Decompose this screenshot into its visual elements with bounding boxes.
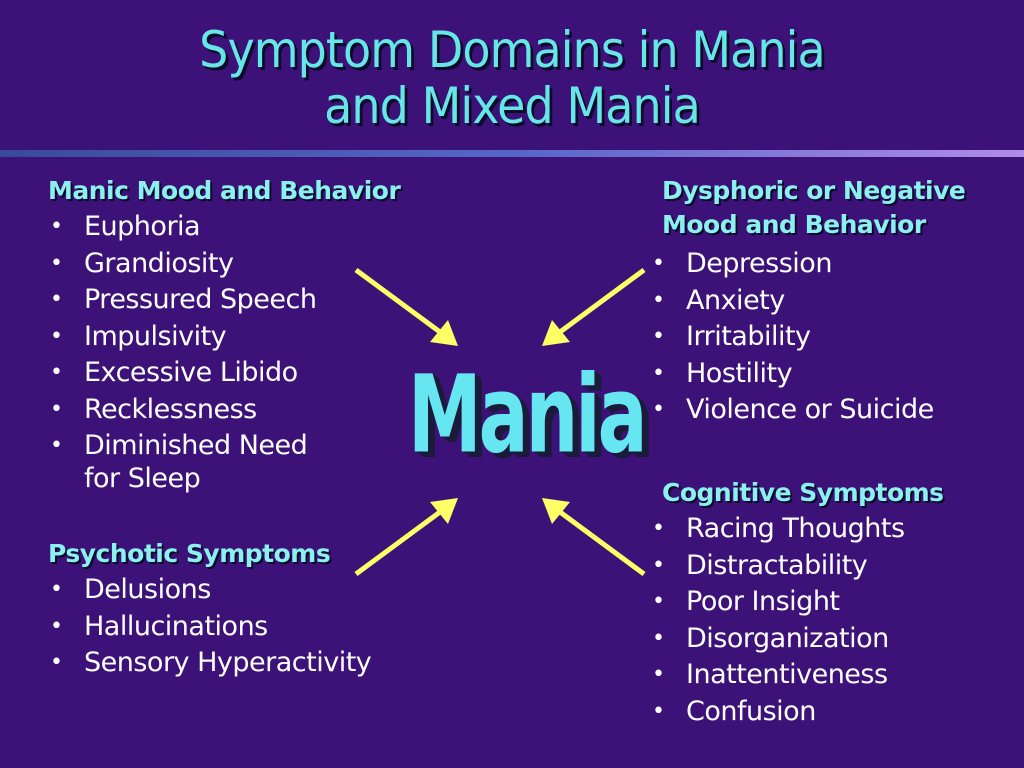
section-psychotic: Psychotic Symptoms Delusions Hallucinati…: [48, 537, 372, 682]
section-psychotic-list: Delusions Hallucinations Sensory Hyperac…: [48, 572, 372, 682]
slide-title-line2: and Mixed Mania: [324, 77, 701, 135]
list-item: Hallucinations: [48, 609, 371, 646]
list-item: Distractability: [650, 548, 944, 585]
list-item-continuation: for Sleep: [84, 462, 201, 494]
list-item: Diminished Need: [48, 428, 400, 465]
list-item: Euphoria: [48, 209, 400, 246]
list-item: Pressured Speech: [48, 282, 400, 319]
list-item: Recklessness: [48, 392, 400, 429]
center-label-text: Mania: [408, 352, 648, 478]
list-item: Delusions: [48, 572, 371, 609]
section-dysphoric-heading-line2: Mood and Behavior: [662, 210, 926, 239]
arrow-bottom-right: [542, 498, 646, 577]
title-divider: [0, 150, 1024, 157]
arrow-bottom-left: [354, 498, 458, 577]
list-item: Grandiosity: [48, 246, 400, 283]
list-item: Hostility: [650, 356, 965, 393]
section-manic-heading: Manic Mood and Behavior: [48, 176, 401, 205]
arrowhead-icon: [430, 320, 458, 346]
arrow-top-right: [542, 267, 646, 346]
arrowhead-icon: [542, 498, 570, 524]
section-dysphoric-heading-line1: Dysphoric or Negative: [662, 176, 966, 205]
section-psychotic-heading: Psychotic Symptoms: [48, 539, 331, 568]
list-item: Confusion: [650, 694, 944, 731]
section-dysphoric-list: Depression Anxiety Irritability Hostilit…: [650, 246, 965, 429]
section-manic: Manic Mood and Behavior Euphoria Grandio…: [48, 174, 401, 497]
arrowhead-icon: [430, 498, 458, 524]
section-cognitive-list: Racing Thoughts Distractability Poor Ins…: [650, 511, 944, 730]
arrow-top-left: [354, 267, 458, 346]
section-cognitive: Cognitive Symptoms Racing Thoughts Distr…: [652, 476, 944, 730]
list-item: Sensory Hyperactivity: [48, 645, 372, 682]
section-manic-list: Euphoria Grandiosity Pressured Speech Im…: [48, 209, 400, 497]
arrowhead-icon: [542, 320, 570, 346]
list-item: Excessive Libido: [48, 355, 400, 392]
list-item: Disorganization: [650, 621, 944, 658]
list-item: Racing Thoughts: [650, 511, 944, 548]
list-item: Irritability: [650, 319, 965, 356]
list-item: Poor Insight: [650, 584, 944, 621]
list-item: Impulsivity: [48, 319, 400, 356]
section-cognitive-heading: Cognitive Symptoms: [662, 478, 944, 507]
section-dysphoric: Dysphoric or Negative Mood and Behavior …: [652, 174, 966, 429]
center-label: Mania: [408, 353, 648, 485]
list-item: Anxiety: [650, 283, 965, 320]
list-item: Violence or Suicide: [650, 392, 965, 429]
slide-title-line1: Symptom Domains in Mania: [199, 21, 826, 79]
slide-title: Symptom Domains in Mania and Mixed Mania: [41, 22, 983, 134]
list-item: Inattentiveness: [650, 657, 944, 694]
list-item: Depression: [650, 246, 965, 283]
